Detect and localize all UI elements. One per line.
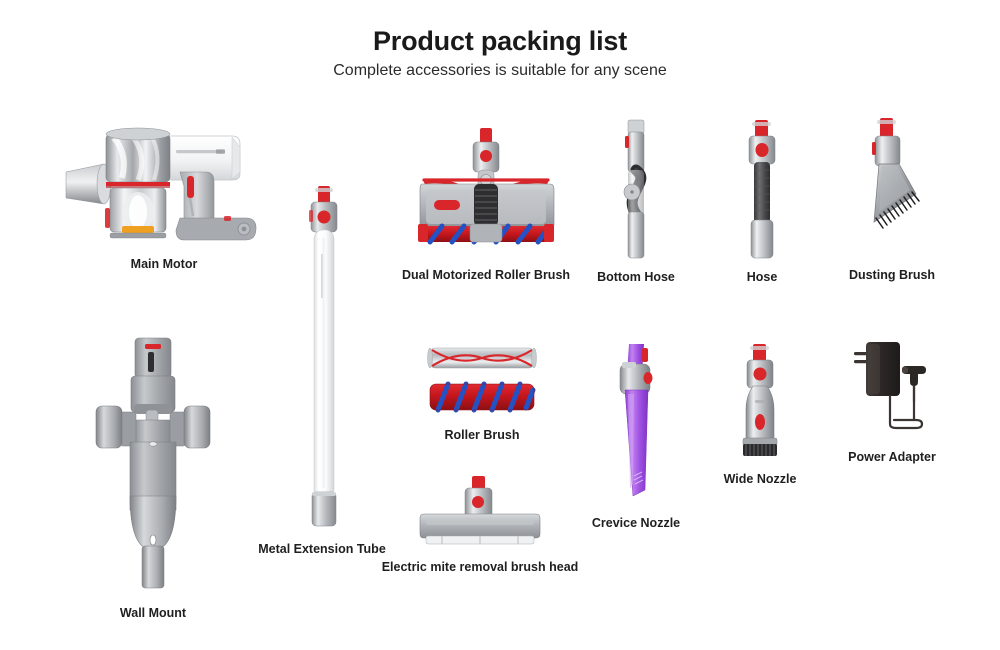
item-label-wall-mount: Wall Mount [119,606,187,620]
mite-brush-head-icon [418,476,542,548]
product-item-wide-nozzle: Wide Nozzle [724,344,796,486]
item-label-wide-nozzle: Wide Nozzle [723,472,797,486]
crevice-nozzle-icon [608,344,668,504]
product-item-power-adapter: Power Adapter [848,340,944,464]
product-item-electric-mite-brush-head: Electric mite removal brush head [382,476,578,574]
hose-icon [740,120,784,260]
page-subtitle: Complete accessories is suitable for any… [333,62,667,79]
item-label-dusting-brush: Dusting Brush [848,268,936,282]
wall-mount-icon [78,337,228,596]
product-item-roller-brush: Roller Brush [427,344,537,442]
page-title: Product packing list [372,26,628,56]
item-label-roller-brush: Roller Brush [444,428,520,442]
item-label-metal-extension-tube: Metal Extension Tube [258,542,386,556]
item-label-dual-motorized-roller-brush: Dual Motorized Roller Brush [401,268,571,282]
product-item-dual-motorized-roller-brush: Dual Motorized Roller Brush [402,128,570,282]
bottom-hose-icon [612,119,660,260]
product-item-main-motor: Main Motor [64,112,264,271]
handheld-vacuum-body-icon [64,112,264,252]
product-item-dusting-brush: Dusting Brush [849,118,935,282]
motorized-roller-head-icon [412,128,560,256]
item-label-power-adapter: Power Adapter [848,450,936,464]
product-item-hose: Hose [740,120,784,284]
item-label-electric-mite-brush-head: Electric mite removal brush head [381,560,579,574]
wide-nozzle-icon [726,344,794,462]
item-label-hose: Hose [746,270,778,284]
roller-brush-pair-icon [427,344,537,422]
product-item-metal-extension-tube: Metal Extension Tube [258,186,386,556]
item-label-main-motor: Main Motor [130,257,198,271]
product-item-crevice-nozzle: Crevice Nozzle [592,344,680,530]
item-label-crevice-nozzle: Crevice Nozzle [591,516,681,530]
product-item-wall-mount: Wall Mount [78,337,228,620]
item-label-bottom-hose: Bottom Hose [597,270,675,284]
power-adapter-icon [848,340,944,440]
extension-tube-icon [300,186,348,534]
product-item-bottom-hose: Bottom Hose [597,119,675,284]
dusting-brush-icon [852,118,932,258]
